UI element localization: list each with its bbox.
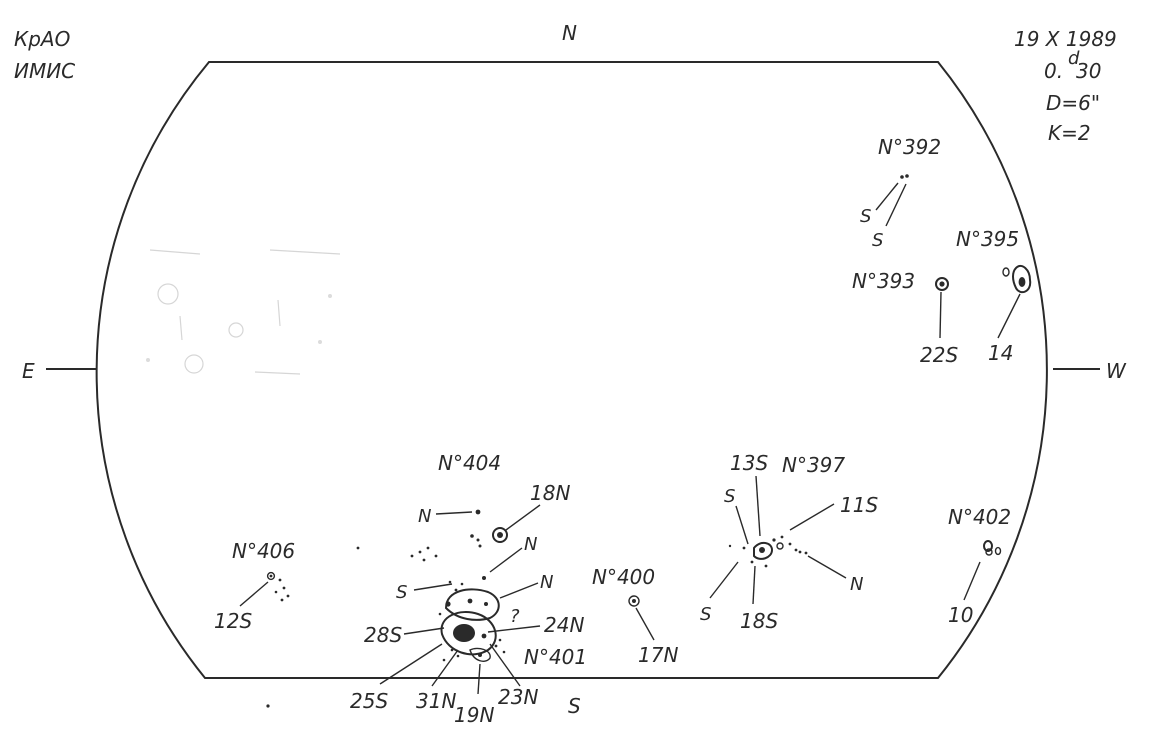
compass-west: W [1106,359,1127,383]
region-label: N°393 [852,269,915,293]
field-strength-label: 31N [416,689,456,713]
time-superscript: d [1068,48,1080,69]
region-395: N°395 14 [956,227,1032,365]
field-strength-label: 18S [740,609,778,633]
region-392: N°392 S S [860,135,941,251]
field-strength-label: 10 [948,603,973,627]
compass-south: S [568,694,581,718]
observation-date: 19 X 1989 [1014,27,1117,51]
polarity-label: N [850,574,863,595]
instrument-label: ИМИС [14,59,75,83]
compass-north: N [562,21,577,45]
polarity-label: N [418,506,431,527]
region-label: N°397 [782,453,845,477]
polarity-label: S [872,230,883,251]
disk-diameter: D=6" [1046,91,1100,115]
region-label: N°401 [524,645,587,669]
region-404: N°404 N 18N N [356,451,570,580]
field-strength-label: 18N [530,481,570,505]
region-label: N°395 [956,227,1019,251]
region-406: N°406 12S [214,539,295,633]
polarity-label: N [540,572,553,593]
region-label: N°392 [878,135,941,159]
field-strength-label: 19N [454,703,494,727]
field-strength-label: 24N [544,613,584,637]
compass-east: E [22,359,35,383]
region-label: N°406 [232,539,295,563]
region-400: N°400 17N [592,565,678,667]
region-401: N S ? 28S 24N N°401 [350,572,587,727]
polarity-label: S [700,604,711,625]
field-strength-label: 14 [988,341,1013,365]
region-label: N°400 [592,565,655,589]
polarity-label: S [724,486,735,507]
polarity-label: N [524,534,537,555]
observation-time: 0. d 30 [1044,48,1101,83]
field-strength-label: 22S [920,343,958,367]
field-strength-label: 17N [638,643,678,667]
field-strength-label: 12S [214,609,252,633]
region-label: N°404 [438,451,501,475]
uncertain-mark: ? [510,606,520,627]
observatory-label: КрАО [14,27,70,51]
time-value: 30 [1076,59,1101,83]
field-strength-label: 25S [350,689,388,713]
region-397: 13S N°397 S 11S N S 18S [700,451,878,633]
field-strength-label: 11S [840,493,878,517]
polarity-label: S [396,582,407,603]
disk-outline [95,61,1048,679]
region-393: N°393 22S [852,269,958,367]
field-strength-label: 13S [730,451,768,475]
field-strength-label: 28S [364,623,402,647]
polarity-label: S [860,206,871,227]
stray-ink-mark [266,704,270,708]
show-through-marks [146,249,341,375]
field-strength-label: 23N [498,685,538,709]
time-prefix: 0. [1044,59,1063,83]
region-402: N°402 10 [948,505,1011,627]
region-label: N°402 [948,505,1011,529]
scale-coefficient: K=2 [1048,121,1091,145]
